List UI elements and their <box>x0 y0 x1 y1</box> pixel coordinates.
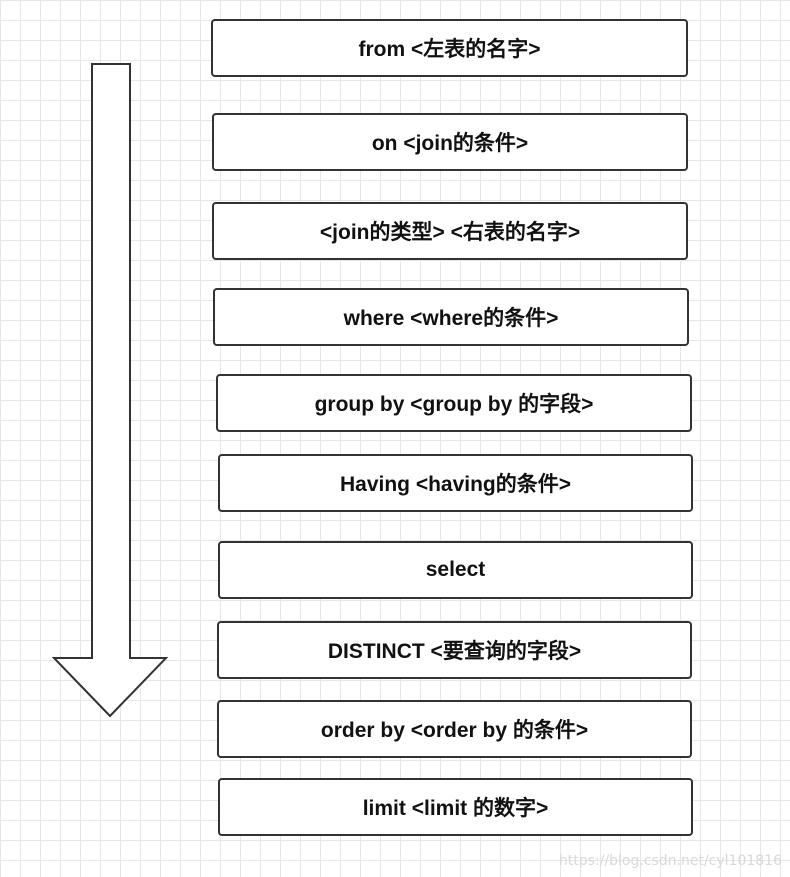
step-select: select <box>218 541 693 599</box>
step-having: Having <having的条件> <box>218 454 693 512</box>
step-distinct: DISTINCT <要查询的字段> <box>217 621 692 679</box>
down-arrow-icon <box>52 63 169 718</box>
step-from: from <左表的名字> <box>211 19 688 77</box>
step-join: <join的类型> <右表的名字> <box>212 202 688 260</box>
step-order-by: order by <order by 的条件> <box>217 700 692 758</box>
step-group-by: group by <group by 的字段> <box>216 374 692 432</box>
step-on: on <join的条件> <box>212 113 688 171</box>
watermark: https://blog.csdn.net/cyl101816 <box>558 853 782 869</box>
step-limit: limit <limit 的数字> <box>218 778 693 836</box>
step-where: where <where的条件> <box>213 288 689 346</box>
